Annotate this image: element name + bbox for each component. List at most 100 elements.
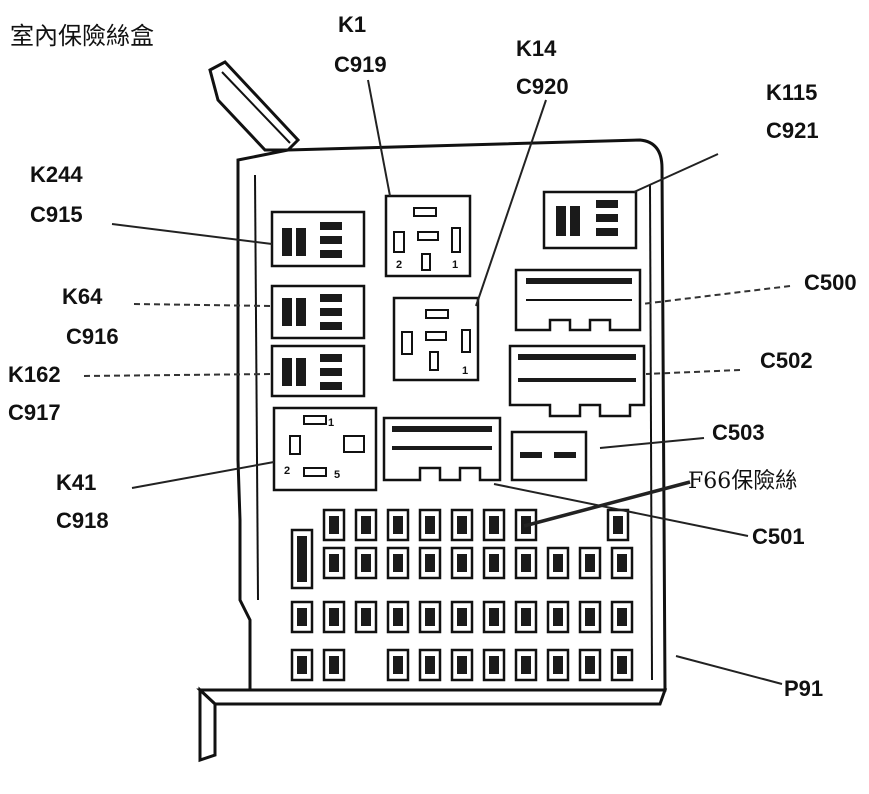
relay-k1-body bbox=[384, 194, 472, 278]
relay-k41-pin bbox=[303, 467, 327, 477]
fuse-element bbox=[297, 608, 307, 626]
relay-k162-pin bbox=[320, 368, 342, 376]
fuse-element bbox=[329, 554, 339, 572]
relay-k1-pin bbox=[417, 231, 439, 241]
diagram-title: 室內保險絲盒 bbox=[10, 22, 154, 50]
fuse bbox=[418, 648, 442, 682]
fuse-element bbox=[393, 608, 403, 626]
relay-k41-pin bbox=[343, 435, 365, 453]
fuse bbox=[290, 648, 314, 682]
fuse-element bbox=[457, 656, 467, 674]
fuse bbox=[450, 648, 474, 682]
label-k1: K1 bbox=[338, 12, 366, 37]
label-k64: K64 bbox=[62, 284, 103, 309]
relay-k64-pin bbox=[320, 322, 342, 330]
leader-c503 bbox=[599, 437, 705, 449]
relay-k115-pin bbox=[596, 228, 618, 236]
fuse-element bbox=[489, 516, 499, 534]
relay-k162-pin bbox=[320, 382, 342, 390]
fuse bbox=[450, 508, 474, 542]
relay-k41-pin bbox=[289, 435, 301, 455]
relay-k64 bbox=[270, 284, 366, 340]
fuse bbox=[610, 546, 634, 580]
label-c917: C917 bbox=[8, 400, 61, 425]
fuse-element bbox=[297, 656, 307, 674]
fuse-element bbox=[585, 554, 595, 572]
leader-c502 bbox=[645, 369, 741, 375]
fuse bbox=[546, 648, 570, 682]
leader-f66 bbox=[523, 480, 691, 528]
relay-k41-pin-label: 5 bbox=[334, 469, 340, 481]
relay-k14-pin bbox=[425, 309, 449, 319]
fuse-element bbox=[613, 516, 623, 534]
fuse-element bbox=[393, 656, 403, 674]
fuse bbox=[386, 600, 410, 634]
label-k244: K244 bbox=[30, 162, 83, 187]
fuse bbox=[386, 546, 410, 580]
top-tab-edge bbox=[221, 71, 291, 144]
fuse-element bbox=[425, 608, 435, 626]
fuse bbox=[482, 648, 506, 682]
fuse-element bbox=[521, 554, 531, 572]
relay-k41-pin-label: 1 bbox=[328, 417, 334, 429]
fuse-element bbox=[393, 516, 403, 534]
relay-k244-pin bbox=[296, 228, 306, 256]
fuse-element bbox=[329, 516, 339, 534]
fuse-element bbox=[489, 554, 499, 572]
leader-p91 bbox=[675, 655, 783, 685]
fuse-element bbox=[457, 608, 467, 626]
relay-k41-pin-label: 2 bbox=[284, 465, 290, 477]
relay-k162-pin bbox=[296, 358, 306, 386]
fuse-element bbox=[297, 536, 307, 582]
relay-k244-pin bbox=[320, 222, 342, 230]
connector-c501 bbox=[382, 416, 502, 482]
fuse bbox=[514, 546, 538, 580]
fuse bbox=[418, 546, 442, 580]
relay-k244-pin bbox=[282, 228, 292, 256]
connector-c503-pins bbox=[520, 452, 542, 458]
label-c919: C919 bbox=[334, 52, 387, 77]
relay-k244-pin bbox=[320, 236, 342, 244]
fuse bbox=[578, 600, 602, 634]
fuse-element bbox=[425, 516, 435, 534]
bottom-flange bbox=[196, 688, 668, 706]
fuse bbox=[482, 600, 506, 634]
leader-k115 bbox=[633, 153, 719, 193]
relay-k115-pin bbox=[556, 206, 566, 236]
connector-c502-pins bbox=[518, 354, 636, 360]
connector-c501-pins bbox=[392, 426, 492, 432]
relay-k14-pin bbox=[425, 331, 447, 341]
fuse bbox=[354, 508, 378, 542]
fuse-element bbox=[361, 608, 371, 626]
relay-k1-pin bbox=[413, 207, 437, 217]
connector-c502-pins bbox=[518, 378, 636, 382]
label-c918: C918 bbox=[56, 508, 109, 533]
connector-c503 bbox=[510, 430, 588, 482]
fuse-element bbox=[457, 516, 467, 534]
fuse-element bbox=[521, 656, 531, 674]
label-k115: K115 bbox=[766, 80, 817, 105]
fuse-element bbox=[553, 554, 563, 572]
connector-c501-pins bbox=[392, 446, 492, 450]
label-k162: K162 bbox=[8, 362, 61, 387]
label-c500: C500 bbox=[804, 270, 857, 295]
relay-k14-pin bbox=[429, 351, 439, 371]
fuse-array bbox=[290, 508, 634, 682]
fuse-element bbox=[617, 656, 627, 674]
label-c502: C502 bbox=[760, 348, 813, 373]
relay-k14-pin-label: 1 bbox=[462, 365, 468, 377]
fuse-element bbox=[489, 608, 499, 626]
fuse bbox=[322, 600, 346, 634]
bottom-left-foot bbox=[198, 686, 217, 763]
fuse bbox=[386, 648, 410, 682]
fuse bbox=[514, 648, 538, 682]
relay-k1-pin-label: 1 bbox=[452, 259, 458, 271]
relay-k14: 1 bbox=[392, 296, 480, 382]
fuse bbox=[418, 600, 442, 634]
fuse bbox=[578, 648, 602, 682]
label-c916: C916 bbox=[66, 324, 119, 349]
fuse-element bbox=[457, 554, 467, 572]
leader-lines bbox=[83, 79, 791, 685]
fuse-element bbox=[585, 656, 595, 674]
fuse bbox=[578, 546, 602, 580]
